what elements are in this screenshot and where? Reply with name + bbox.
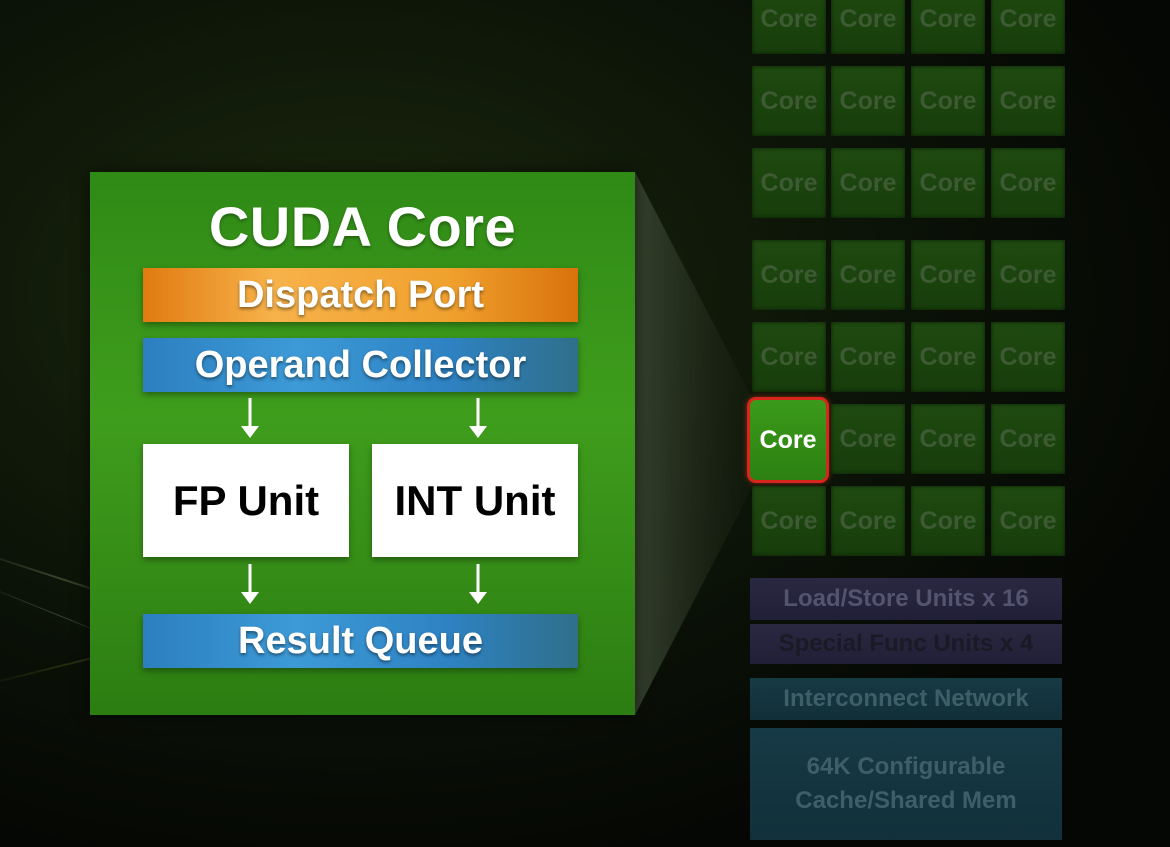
core-cell: Core: [752, 148, 826, 218]
core-cell: Core: [911, 322, 985, 392]
core-cell: Core: [831, 66, 905, 136]
dispatch-port: Dispatch Port: [143, 268, 578, 322]
core-cell: Core: [911, 404, 985, 474]
arrow-down-icon: [469, 564, 487, 604]
load-store-units: Load/Store Units x 16: [750, 578, 1062, 620]
core-cell: Core: [831, 240, 905, 310]
core-cell: Core: [911, 486, 985, 556]
fp-unit: FP Unit: [143, 444, 349, 557]
core-cell: Core: [991, 322, 1065, 392]
result-queue: Result Queue: [143, 614, 578, 668]
core-cell: Core: [911, 66, 985, 136]
core-cell-highlighted: Core: [747, 397, 829, 483]
core-cell: Core: [991, 0, 1065, 54]
cache-line-1: 64K Configurable: [806, 753, 1006, 780]
core-cell: Core: [752, 240, 826, 310]
arrow-down-icon: [241, 398, 259, 438]
core-cell: Core: [752, 322, 826, 392]
core-cell: Core: [911, 240, 985, 310]
cuda-core-detail: CUDA Core Dispatch Port Operand Collecto…: [90, 172, 635, 715]
core-cell: Core: [831, 486, 905, 556]
interconnect-network: Interconnect Network: [750, 678, 1062, 720]
int-unit: INT Unit: [372, 444, 578, 557]
operand-collector: Operand Collector: [143, 338, 578, 392]
detail-title: CUDA Core: [208, 195, 517, 258]
core-cell: Core: [991, 148, 1065, 218]
core-cell: Core: [752, 486, 826, 556]
arrow-down-icon: [241, 564, 259, 604]
cache-shared-mem: 64K Configurable Cache/Shared Mem: [750, 728, 1062, 840]
core-cell: Core: [991, 66, 1065, 136]
core-cell: Core: [991, 404, 1065, 474]
core-cell: Core: [991, 240, 1065, 310]
core-cell: Core: [831, 0, 905, 54]
core-cell: Core: [752, 66, 826, 136]
core-cell: Core: [831, 322, 905, 392]
core-cell: Core: [831, 404, 905, 474]
core-cell: Core: [991, 486, 1065, 556]
cache-line-2: Cache/Shared Mem: [795, 787, 1017, 814]
core-cell: Core: [911, 148, 985, 218]
arrow-down-icon: [469, 398, 487, 438]
core-cell: Core: [752, 0, 826, 54]
core-cell: Core: [831, 148, 905, 218]
core-cell: Core: [911, 0, 985, 54]
special-func-units: Special Func Units x 4: [750, 624, 1062, 664]
